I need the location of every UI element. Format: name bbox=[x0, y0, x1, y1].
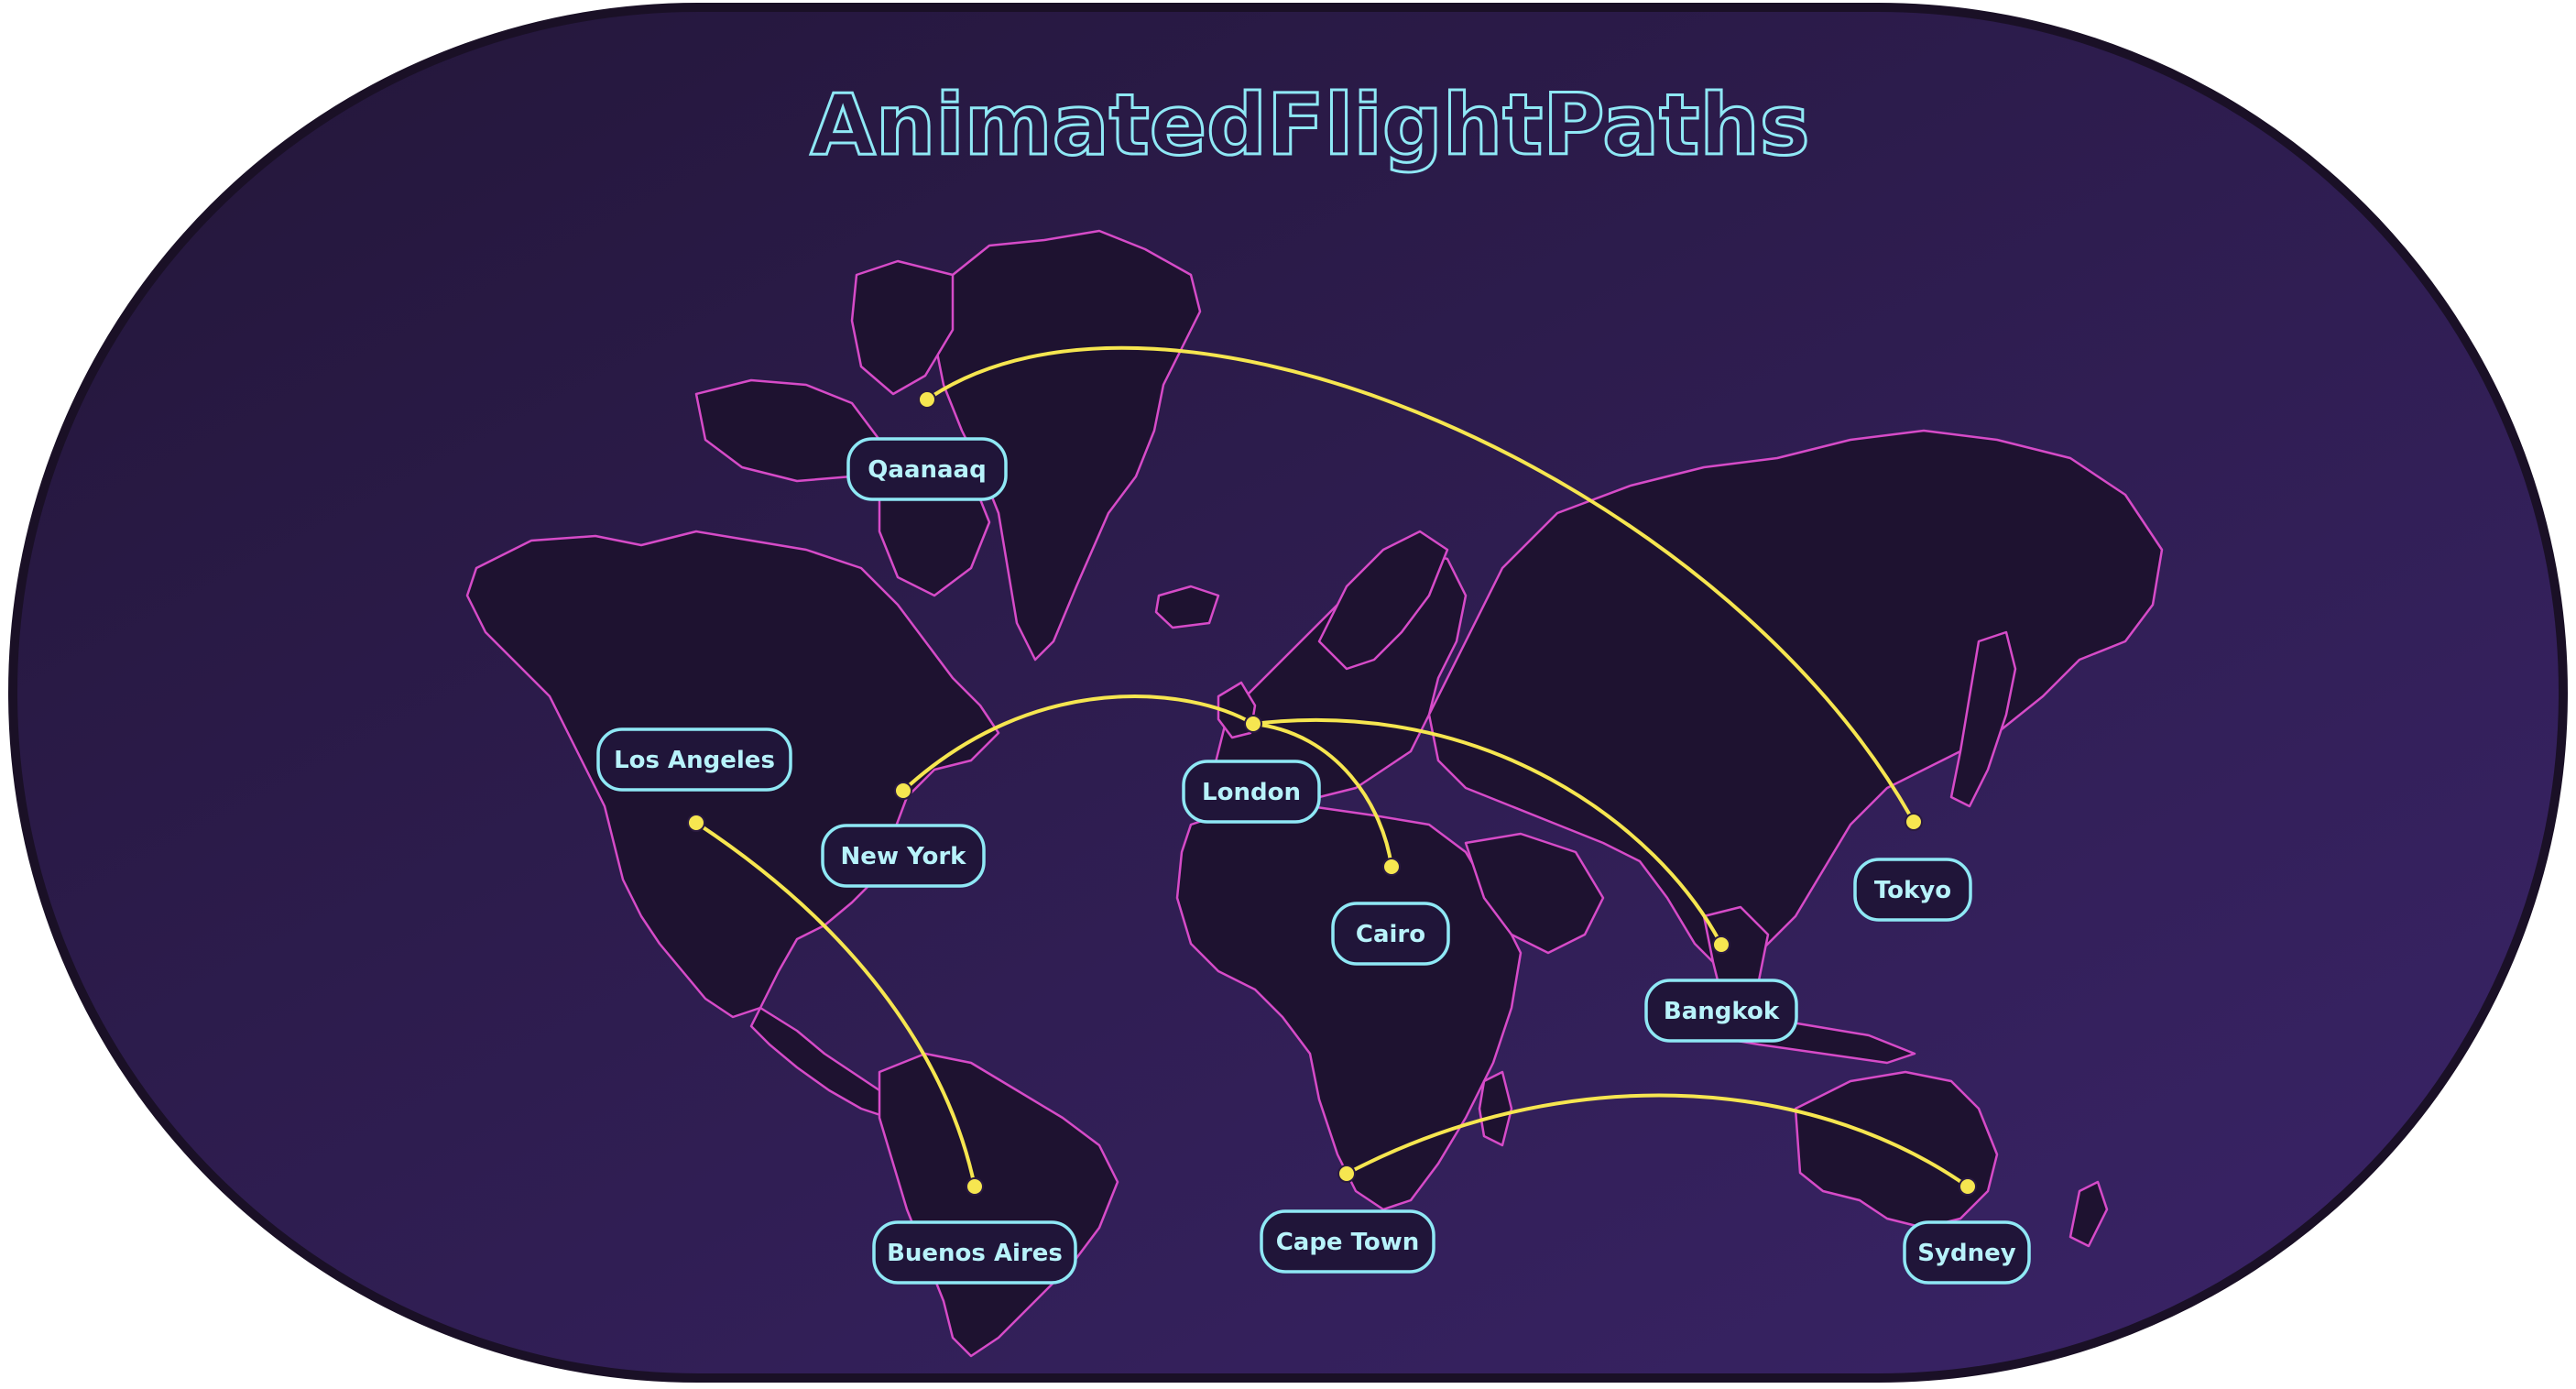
land-asia bbox=[1427, 429, 2164, 973]
city-label-box bbox=[596, 727, 792, 792]
city-label-text: Qaanaaq bbox=[868, 456, 986, 484]
city-label-bangkok[interactable]: Bangkok bbox=[1644, 979, 1798, 1043]
city-label-box bbox=[1331, 902, 1450, 966]
city-label-los-angeles[interactable]: Los Angeles bbox=[596, 727, 792, 792]
city-label-text: Sydney bbox=[1917, 1240, 2015, 1267]
land-madagascar bbox=[1478, 1070, 1513, 1147]
city-label-buenos-aires[interactable]: Buenos Aires bbox=[872, 1220, 1077, 1285]
city-dot-london[interactable] bbox=[1244, 715, 1262, 733]
route-london-to-cairo bbox=[1251, 722, 1393, 869]
land-japan bbox=[1949, 630, 2017, 808]
city-label-text: Los Angeles bbox=[614, 747, 775, 774]
map-title: AnimatedFlightPaths bbox=[811, 76, 1810, 174]
route-qaanaaq-to-tokyo bbox=[925, 345, 1916, 824]
route-new-york-to-london bbox=[901, 694, 1255, 793]
city-dot-cape-town[interactable] bbox=[1337, 1165, 1356, 1183]
city-label-text: Buenos Aires bbox=[887, 1240, 1063, 1267]
city-dot-buenos-aires[interactable] bbox=[966, 1177, 984, 1196]
land-ellesmere bbox=[850, 259, 955, 396]
city-label-new-york[interactable]: New York bbox=[821, 824, 986, 888]
route-london-to-bangkok bbox=[1251, 718, 1723, 946]
city-dot-qaanaaq[interactable] bbox=[918, 390, 936, 409]
city-label-box bbox=[1182, 760, 1321, 824]
city-label-box bbox=[846, 437, 1008, 501]
route-cape-town-to-sydney bbox=[1345, 1093, 1970, 1188]
city-label-text: Bangkok bbox=[1664, 998, 1780, 1025]
land-arabia bbox=[1464, 832, 1605, 955]
city-label-box bbox=[872, 1220, 1077, 1285]
city-label-text: London bbox=[1202, 779, 1301, 806]
city-label-london[interactable]: London bbox=[1182, 760, 1321, 824]
city-dot-new-york[interactable] bbox=[894, 782, 912, 800]
city-label-box bbox=[1644, 979, 1798, 1043]
city-dot-cairo[interactable] bbox=[1382, 858, 1401, 876]
city-label-text: New York bbox=[841, 843, 967, 870]
city-label-sydney[interactable]: Sydney bbox=[1903, 1220, 2031, 1285]
city-dot-sydney[interactable] bbox=[1959, 1177, 1977, 1196]
land-iceland bbox=[1154, 585, 1220, 629]
land-new-zealand bbox=[2068, 1180, 2109, 1248]
city-label-box bbox=[1903, 1220, 2031, 1285]
city-label-text: Cape Town bbox=[1276, 1229, 1420, 1256]
city-label-text: Tokyo bbox=[1874, 877, 1951, 904]
city-label-box bbox=[821, 824, 986, 888]
city-dot-bangkok[interactable] bbox=[1712, 935, 1730, 954]
land-australia bbox=[1794, 1070, 1999, 1230]
city-label-cape-town[interactable]: Cape Town bbox=[1260, 1209, 1435, 1274]
city-label-box bbox=[1853, 858, 1972, 922]
route-los-angeles-to-buenos-aires bbox=[694, 821, 977, 1188]
city-dot-tokyo[interactable] bbox=[1905, 813, 1923, 831]
city-label-cairo[interactable]: Cairo bbox=[1331, 902, 1450, 966]
city-dot-los-angeles[interactable] bbox=[687, 814, 705, 832]
land-scandinavia bbox=[1317, 530, 1449, 671]
flight-routes bbox=[694, 345, 1970, 1188]
city-dots bbox=[687, 390, 1977, 1196]
city-label-tokyo[interactable]: Tokyo bbox=[1853, 858, 1972, 922]
city-label-qaanaaq[interactable]: Qaanaaq bbox=[846, 437, 1008, 501]
city-label-box bbox=[1260, 1209, 1435, 1274]
city-label-text: Cairo bbox=[1356, 921, 1425, 948]
